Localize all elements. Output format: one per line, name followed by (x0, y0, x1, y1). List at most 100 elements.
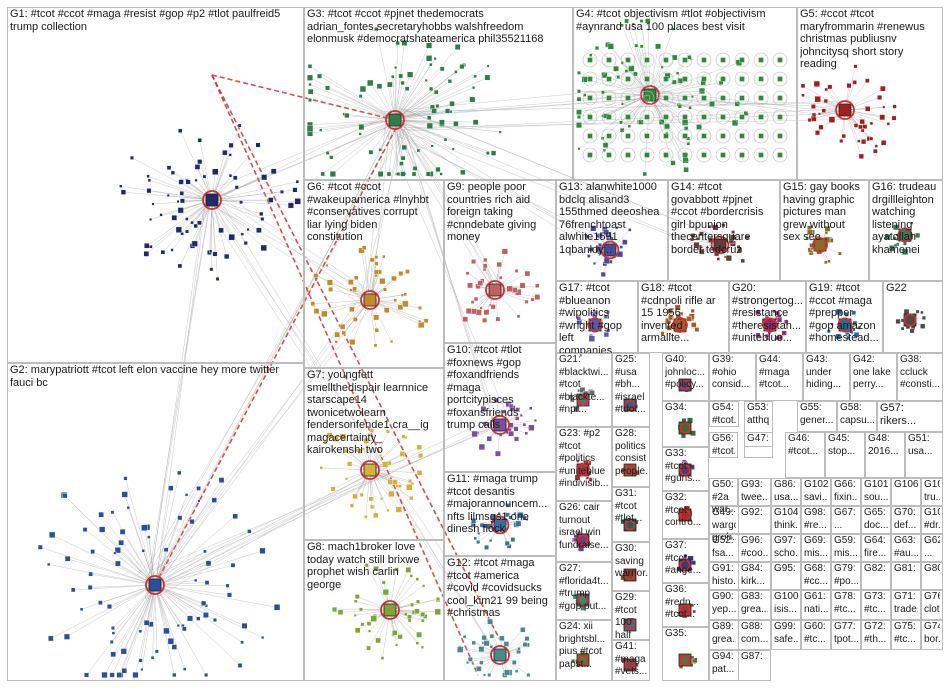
node-square (841, 133, 846, 139)
node-square (373, 565, 379, 572)
group-label: G95: (774, 563, 796, 574)
intra-group-edge (179, 199, 213, 267)
hub-highlight-ring (360, 460, 380, 480)
node-square (321, 310, 328, 317)
intra-group-edge (324, 299, 371, 315)
group-panel-g6: G6: #tcot #ccot #wakeupamerica #lnyhbt #… (304, 180, 444, 368)
node-square (292, 187, 298, 193)
intra-group-edge (802, 85, 846, 111)
group-panel-g19: G19: #tcot #ccot #maga #prepper #gop ama… (806, 281, 883, 353)
node-square (149, 218, 153, 221)
node-square (341, 330, 346, 336)
group-label: G21: #blacktwi... #tcot #blackte... #npr… (559, 354, 609, 415)
node-square (638, 119, 644, 125)
node-square (344, 112, 350, 119)
node-square (624, 18, 629, 24)
intra-group-edge (596, 47, 651, 96)
node-square (469, 96, 476, 103)
node-square (688, 106, 692, 110)
group-panel-g57: G57: rikers... (877, 401, 943, 432)
group-panel-g40: G40: johnloc... #policy... (662, 353, 709, 401)
node-square (226, 592, 232, 598)
intra-group-edge (369, 299, 392, 342)
hub-highlight-ring (640, 85, 660, 105)
intra-group-edge (113, 584, 156, 655)
node-square (453, 121, 459, 127)
intra-group-edge (92, 551, 156, 586)
node-square (382, 461, 389, 468)
group-label: G29: #tcot 100 half (615, 592, 637, 641)
group-panel-g97: G97: scho... (771, 534, 801, 562)
inter-group-edge (403, 108, 714, 236)
node-square (359, 85, 367, 93)
group-label: G83: grea... (741, 591, 768, 615)
node-square (443, 137, 448, 142)
node-square (101, 671, 108, 679)
group-panel-g3: G3: #tcot #ccot #pjnet thedemocrats adri… (304, 7, 573, 180)
group-label: G41: #maga #vets... (615, 641, 647, 677)
group-panel-g72: G72: #th... (861, 620, 891, 650)
node-square (88, 571, 93, 577)
node-square (230, 562, 236, 568)
node-square (388, 490, 395, 498)
node-square (118, 539, 124, 546)
intra-group-edge (331, 119, 396, 158)
group-panel-g42: G42: one lake perry... (850, 353, 897, 401)
node-square (473, 74, 477, 79)
node-square (270, 168, 277, 175)
intra-group-edge (154, 488, 199, 586)
node-square (430, 144, 434, 148)
group-panel-g88: G88: com... (738, 620, 771, 650)
inter-group-edge (381, 97, 654, 118)
intra-group-edge (128, 507, 156, 586)
node-square (882, 105, 886, 109)
intra-group-edge (394, 119, 442, 175)
group-label: G25: #usa #bh... #israel #tdot... (615, 354, 646, 415)
node-square (408, 479, 412, 484)
node-square (114, 547, 121, 554)
group-panel-g80: G80: (921, 562, 943, 590)
node-square (241, 622, 248, 629)
node-square (224, 253, 230, 260)
intra-group-edge (40, 547, 156, 586)
node-square (113, 551, 117, 555)
group-label: G55: gener... (800, 402, 834, 426)
group-label: G72: #th... (864, 621, 887, 645)
node-square (424, 78, 428, 82)
intra-group-edge (394, 119, 431, 175)
node-square (395, 506, 402, 513)
group-panel-g54: G54: #tcot... (709, 401, 739, 427)
node-square (891, 115, 897, 121)
intra-group-edge (125, 478, 156, 586)
intra-group-edge (120, 185, 213, 201)
intra-group-edge (309, 119, 396, 126)
node-square (391, 275, 397, 282)
node-square (334, 331, 340, 338)
node-square (197, 499, 201, 503)
node-square (62, 493, 68, 499)
node-square (425, 42, 433, 49)
hub-highlight-ring (145, 575, 165, 595)
intra-group-edge (578, 94, 651, 149)
hub-node (363, 463, 377, 477)
node-square (403, 292, 408, 297)
group-label: G54: #tcot... (712, 402, 736, 426)
node-square (378, 147, 382, 152)
intra-group-edge (322, 119, 396, 175)
group-panel-g104: G104: think... (771, 506, 801, 534)
node-square (273, 604, 281, 611)
intra-group-edge (844, 66, 856, 111)
node-square (374, 27, 379, 32)
node-square (228, 153, 232, 157)
group-label: G48: 2016... (868, 433, 899, 457)
node-square (814, 95, 821, 103)
intra-group-edge (211, 191, 282, 201)
node-square (185, 229, 189, 234)
node-square (671, 54, 678, 61)
group-label: G99: safe... (774, 621, 798, 645)
node-square (416, 631, 422, 638)
intra-group-edge (112, 512, 156, 586)
node-square (426, 115, 432, 121)
node-square (260, 217, 265, 221)
node-square (178, 128, 183, 133)
